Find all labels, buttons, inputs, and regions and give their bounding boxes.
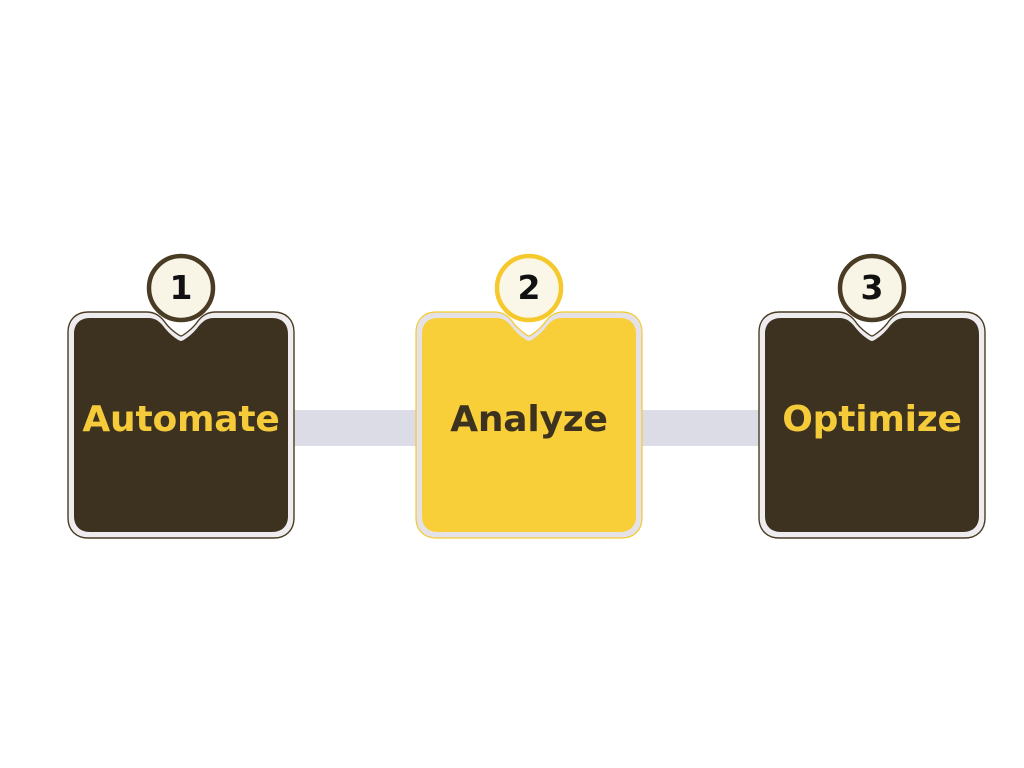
process-step-2[interactable]: 2 Analyze — [408, 250, 650, 542]
step-3-card-fill — [765, 318, 979, 532]
step-2-number-badge — [494, 253, 564, 323]
process-step-3[interactable]: 3 Optimize — [750, 250, 994, 542]
step-1-card-shape — [67, 253, 295, 539]
step-1-card-fill — [74, 318, 288, 532]
connector-step-1-to-2 — [284, 410, 430, 446]
process-step-1[interactable]: 1 Automate — [60, 250, 302, 542]
step-2-card-shape — [415, 253, 643, 539]
step-3-number-badge — [837, 253, 907, 323]
step-1-number-badge — [146, 253, 216, 323]
step-3-card-shape — [758, 253, 986, 539]
step-2-card-fill — [422, 318, 636, 532]
connector-step-2-to-3 — [630, 410, 772, 446]
